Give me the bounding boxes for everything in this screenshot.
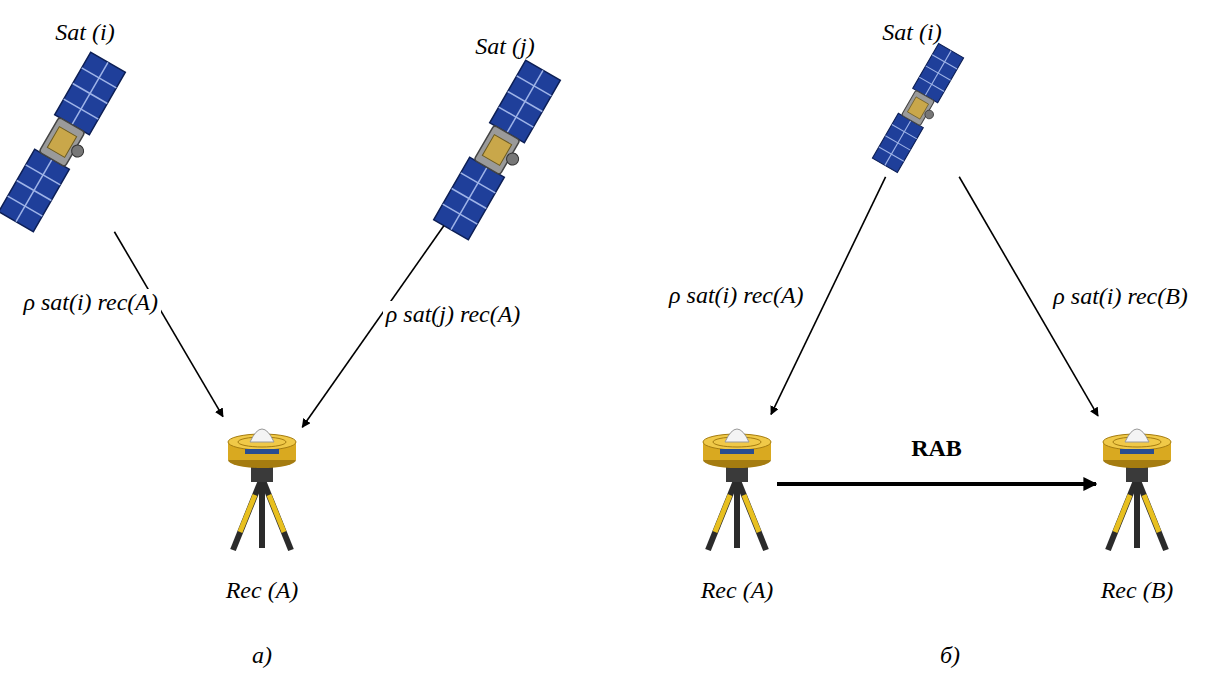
node-label: Rec (A) [226,577,299,604]
panel-caption: a) [252,642,272,669]
panel-caption: б) [940,642,960,669]
edge-label: ρ sat(i) rec(B) [1050,283,1191,310]
edge-label: ρ sat(j) rec(A) [383,301,524,328]
edge-label: RAB [908,435,965,462]
node-label: Sat (i) [55,19,114,46]
edge-label: ρ sat(i) rec(A) [20,289,161,316]
baseline-vector [777,482,1096,486]
satellite-node: Sat (i) [868,40,970,175]
satellite-node: Sat (j) [445,65,549,235]
satellite-node: Sat (i) [10,55,114,230]
node-label: Sat (i) [882,19,941,46]
node-label: Rec (B) [1101,577,1174,604]
node-label: Sat (j) [475,33,534,60]
receiver-node: Rec (A) [700,418,775,550]
receiver-icon [703,429,771,550]
satellite-icon [872,43,966,174]
range-arrow [114,232,223,417]
edge-label: ρ sat(i) rec(A) [666,282,807,309]
satellite-icon [0,52,129,233]
receiver-node: Rec (A) [225,418,300,550]
receiver-icon [228,429,296,550]
node-label: Rec (A) [701,577,774,604]
receiver-node: Rec (B) [1100,418,1175,550]
satellite-icon [434,60,564,241]
receiver-icon [1103,429,1171,550]
